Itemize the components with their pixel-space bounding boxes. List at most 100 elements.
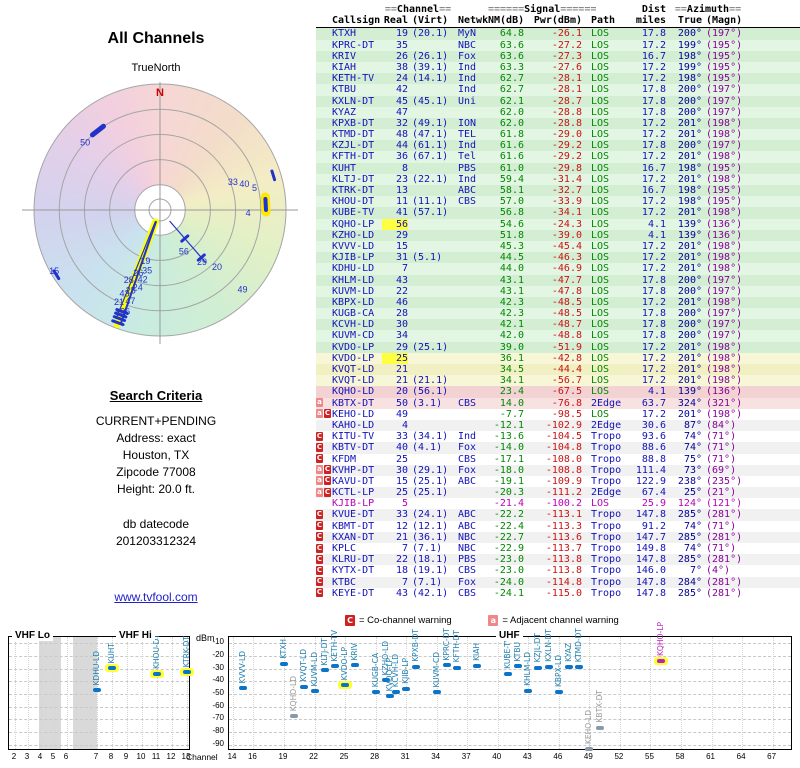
cell-nm: 45.3	[499, 240, 524, 252]
cell-virt: (34.1)	[412, 431, 449, 443]
cell-magn: (198°)	[706, 408, 743, 420]
cell-net: NBC	[458, 543, 477, 554]
cell-cs: KIAH	[332, 61, 357, 73]
station-dash	[270, 169, 277, 182]
v-gridline	[467, 637, 469, 749]
y-axis-tick: -10	[212, 637, 224, 646]
cell-path: Tropo	[591, 531, 622, 543]
cell-tru: 74°	[683, 520, 702, 532]
col-miles: miles	[635, 15, 666, 27]
cell-magn: (195°)	[706, 50, 743, 62]
cell-magn: (198°)	[706, 129, 743, 141]
cell-nm: -21.4	[493, 498, 524, 510]
v-gridline	[172, 637, 173, 749]
col-magn: (Magn)	[706, 15, 743, 27]
cell-net: Uni	[458, 95, 477, 107]
cell-dist: 17.2	[641, 39, 666, 51]
cell-pwr: -34.1	[551, 207, 582, 219]
cell-pwr: -113.6	[545, 531, 582, 543]
channel-group-header: ==Channel==	[384, 4, 452, 15]
signal-marker	[153, 671, 161, 676]
cell-tru: 201°	[677, 151, 702, 163]
cell-pwr: -27.2	[551, 39, 582, 51]
cell-cs: KCTL-LP	[332, 487, 375, 499]
v-gridline	[127, 637, 128, 749]
cell-cs: KVUE-DT	[332, 509, 375, 521]
cell-pwr: -29.0	[551, 129, 582, 141]
h-gridline	[229, 643, 791, 644]
tvfool-link[interactable]: www.tvfool.com	[114, 590, 198, 604]
cell-real: 21	[395, 531, 408, 543]
v-gridline	[233, 637, 235, 749]
signal-marker	[330, 664, 339, 669]
cell-tru: 201°	[677, 252, 702, 264]
cell-nm: 63.6	[499, 39, 524, 51]
cell-real: 49	[395, 408, 408, 420]
polar-channel-label: 35	[142, 265, 152, 275]
co-channel-badge: C	[316, 588, 323, 598]
cell-path: Tropo	[591, 464, 622, 476]
signal-marker	[412, 665, 421, 670]
x-axis-title: Channel	[186, 752, 218, 762]
cell-path: LOS	[591, 240, 610, 252]
cell-tru: 199°	[677, 39, 702, 51]
cell-virt: (18.1)	[412, 554, 449, 566]
cell-nm: 62.0	[499, 117, 524, 129]
cell-magn: (198°)	[706, 263, 743, 275]
v-gridline	[345, 637, 347, 749]
station-label: KQHO-LP	[655, 622, 665, 657]
station-dash	[196, 253, 206, 262]
cell-dist: 17.2	[641, 61, 666, 73]
cell-dist: 147.8	[635, 509, 666, 521]
cell-cs: KLRU-DT	[332, 554, 375, 566]
cell-nm: 57.0	[499, 196, 524, 208]
station-dash	[112, 315, 127, 323]
cell-magn: (198°)	[706, 207, 743, 219]
cell-virt: (29.1)	[412, 464, 449, 476]
cell-real: 34	[395, 330, 408, 342]
cell-virt: (42.1)	[412, 587, 449, 599]
cell-cs: KPLC	[332, 543, 357, 554]
cell-real: 43	[395, 587, 408, 599]
cell-virt: (25.1)	[412, 487, 449, 499]
y-axis-tick: -50	[212, 688, 224, 697]
station-label: KTMD-DT	[574, 628, 584, 663]
cell-nm: 59.4	[499, 173, 524, 185]
signal-marker	[93, 688, 101, 693]
station-label: KLTJ-DT	[319, 637, 329, 666]
signal-marker	[554, 690, 563, 695]
signal-marker	[183, 670, 191, 675]
adjacent-channel-badge: a	[316, 476, 323, 486]
polar-channel-label: 15	[49, 266, 59, 276]
cell-tru: 201°	[677, 240, 702, 252]
cell-tru: 201°	[677, 263, 702, 275]
cell-virt: (5.1)	[412, 252, 443, 264]
cell-path: LOS	[591, 50, 610, 62]
cell-path: 2Edge	[591, 397, 622, 409]
signal-marker	[514, 664, 523, 669]
v-gridline	[67, 637, 68, 749]
cell-tru: 201°	[677, 364, 702, 375]
cell-virt: (19.1)	[412, 565, 449, 577]
col-nm: NM(dB)	[488, 15, 525, 27]
cell-real: 24	[395, 73, 408, 85]
cell-pwr: -28.8	[551, 117, 582, 129]
co-channel-badge: C	[324, 487, 331, 497]
cell-magn: (71°)	[706, 520, 737, 532]
co-channel-badge: C	[316, 577, 323, 587]
x-axis-tick: 7	[93, 752, 99, 761]
polar-orientation-label: TrueNorth	[131, 62, 181, 74]
v-gridline	[157, 637, 158, 749]
cell-magn: (198°)	[706, 352, 743, 364]
cell-real: 15	[395, 475, 408, 487]
cell-magn: (198°)	[706, 117, 743, 129]
cell-path: LOS	[591, 263, 610, 275]
cell-dist: 17.2	[641, 73, 666, 85]
